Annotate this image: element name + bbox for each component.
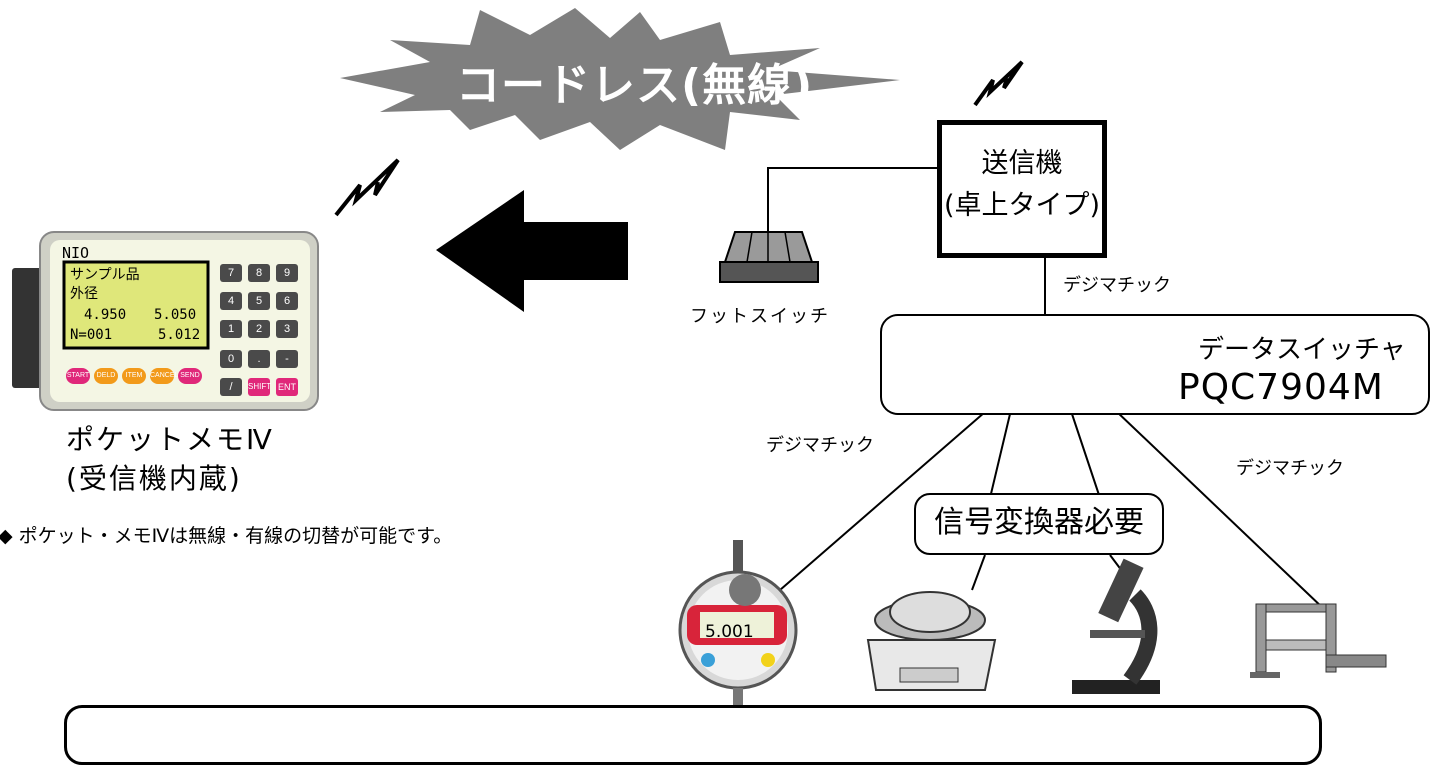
arrow-icon — [436, 190, 628, 312]
converter-label: 信号変換器必要 — [934, 505, 1144, 540]
transmitter-subtitle: (卓上タイプ) — [943, 190, 1101, 221]
data-switcher-model: PQC7904M — [1178, 367, 1384, 408]
lightning-icon-left — [334, 158, 400, 217]
key-2[interactable]: 2 — [248, 320, 270, 338]
fkey-cancel[interactable]: CANCEL — [150, 368, 178, 384]
cable-label-left: デジマチック — [766, 435, 874, 456]
fkey-send[interactable]: SEND — [178, 368, 202, 384]
fkey-start[interactable]: START — [66, 368, 90, 384]
key-minus[interactable]: - — [276, 350, 298, 368]
pocket-memo-subtitle: (受信機内蔵) — [66, 462, 242, 495]
transmitter-box — [937, 120, 1107, 258]
dial-indicator-icon — [678, 540, 798, 708]
scale-icon — [866, 591, 997, 691]
key-4[interactable]: 4 — [220, 292, 242, 310]
lcd-lower-limit: 4.950 — [84, 307, 127, 323]
indicator-reading: 5.001 — [705, 622, 754, 642]
bottom-panel — [64, 705, 1322, 765]
feature-note: ◆ ポケット・メモⅣは無線・有線の切替が可能です。 — [0, 525, 453, 547]
pocket-memo-brand: NIO — [62, 244, 90, 262]
converter-box — [914, 493, 1164, 555]
lcd-count: N=001 — [70, 327, 113, 343]
cable-scale — [989, 413, 1011, 499]
foot-switch-icon — [719, 231, 819, 283]
data-switcher-name: データスイッチャ — [1198, 335, 1406, 365]
lcd-upper-limit: 5.050 — [154, 307, 197, 323]
key-slash[interactable]: / — [220, 378, 242, 396]
key-5[interactable]: 5 — [248, 292, 270, 310]
key-6[interactable]: 6 — [276, 292, 298, 310]
transmitter-label: 送信機 — [981, 148, 1063, 179]
data-switcher-box — [880, 314, 1430, 415]
foot-switch-label: フットスイッチ — [690, 306, 830, 327]
burst-shape — [340, 8, 900, 150]
key-7[interactable]: 7 — [220, 264, 242, 282]
key-ent[interactable]: ENT — [276, 378, 298, 396]
foot-switch-cable — [767, 167, 937, 232]
cable-label-right: デジマチック — [1236, 458, 1344, 479]
lcd-line1: サンプル品 — [70, 267, 140, 283]
burst-label: コードレス(無線) — [456, 60, 814, 111]
fkey-deld[interactable]: DELD — [94, 368, 118, 384]
lightning-icon-top — [973, 60, 1024, 107]
key-1[interactable]: 1 — [220, 320, 242, 338]
microscope-icon — [1072, 558, 1160, 694]
key-0[interactable]: 0 — [220, 350, 242, 368]
cable-indicator — [779, 411, 986, 591]
key-dot[interactable]: . — [248, 350, 270, 368]
key-8[interactable]: 8 — [248, 264, 270, 282]
cable-scale-lower — [971, 554, 986, 591]
key-shift[interactable]: SHIFT — [248, 378, 271, 396]
cable-label-top: デジマチック — [1063, 275, 1171, 296]
key-3[interactable]: 3 — [276, 320, 298, 338]
fkey-item[interactable]: ITEM — [122, 368, 146, 384]
lcd-line2: 外径 — [70, 286, 98, 302]
pocket-memo-name: ポケットメモⅣ — [66, 423, 274, 456]
key-9[interactable]: 9 — [276, 264, 298, 282]
lcd-reading: 5.012 — [158, 327, 201, 343]
height-gauge-icon — [1250, 603, 1387, 678]
cable-caliper — [1114, 409, 1326, 611]
cable-microscope — [1071, 413, 1101, 499]
